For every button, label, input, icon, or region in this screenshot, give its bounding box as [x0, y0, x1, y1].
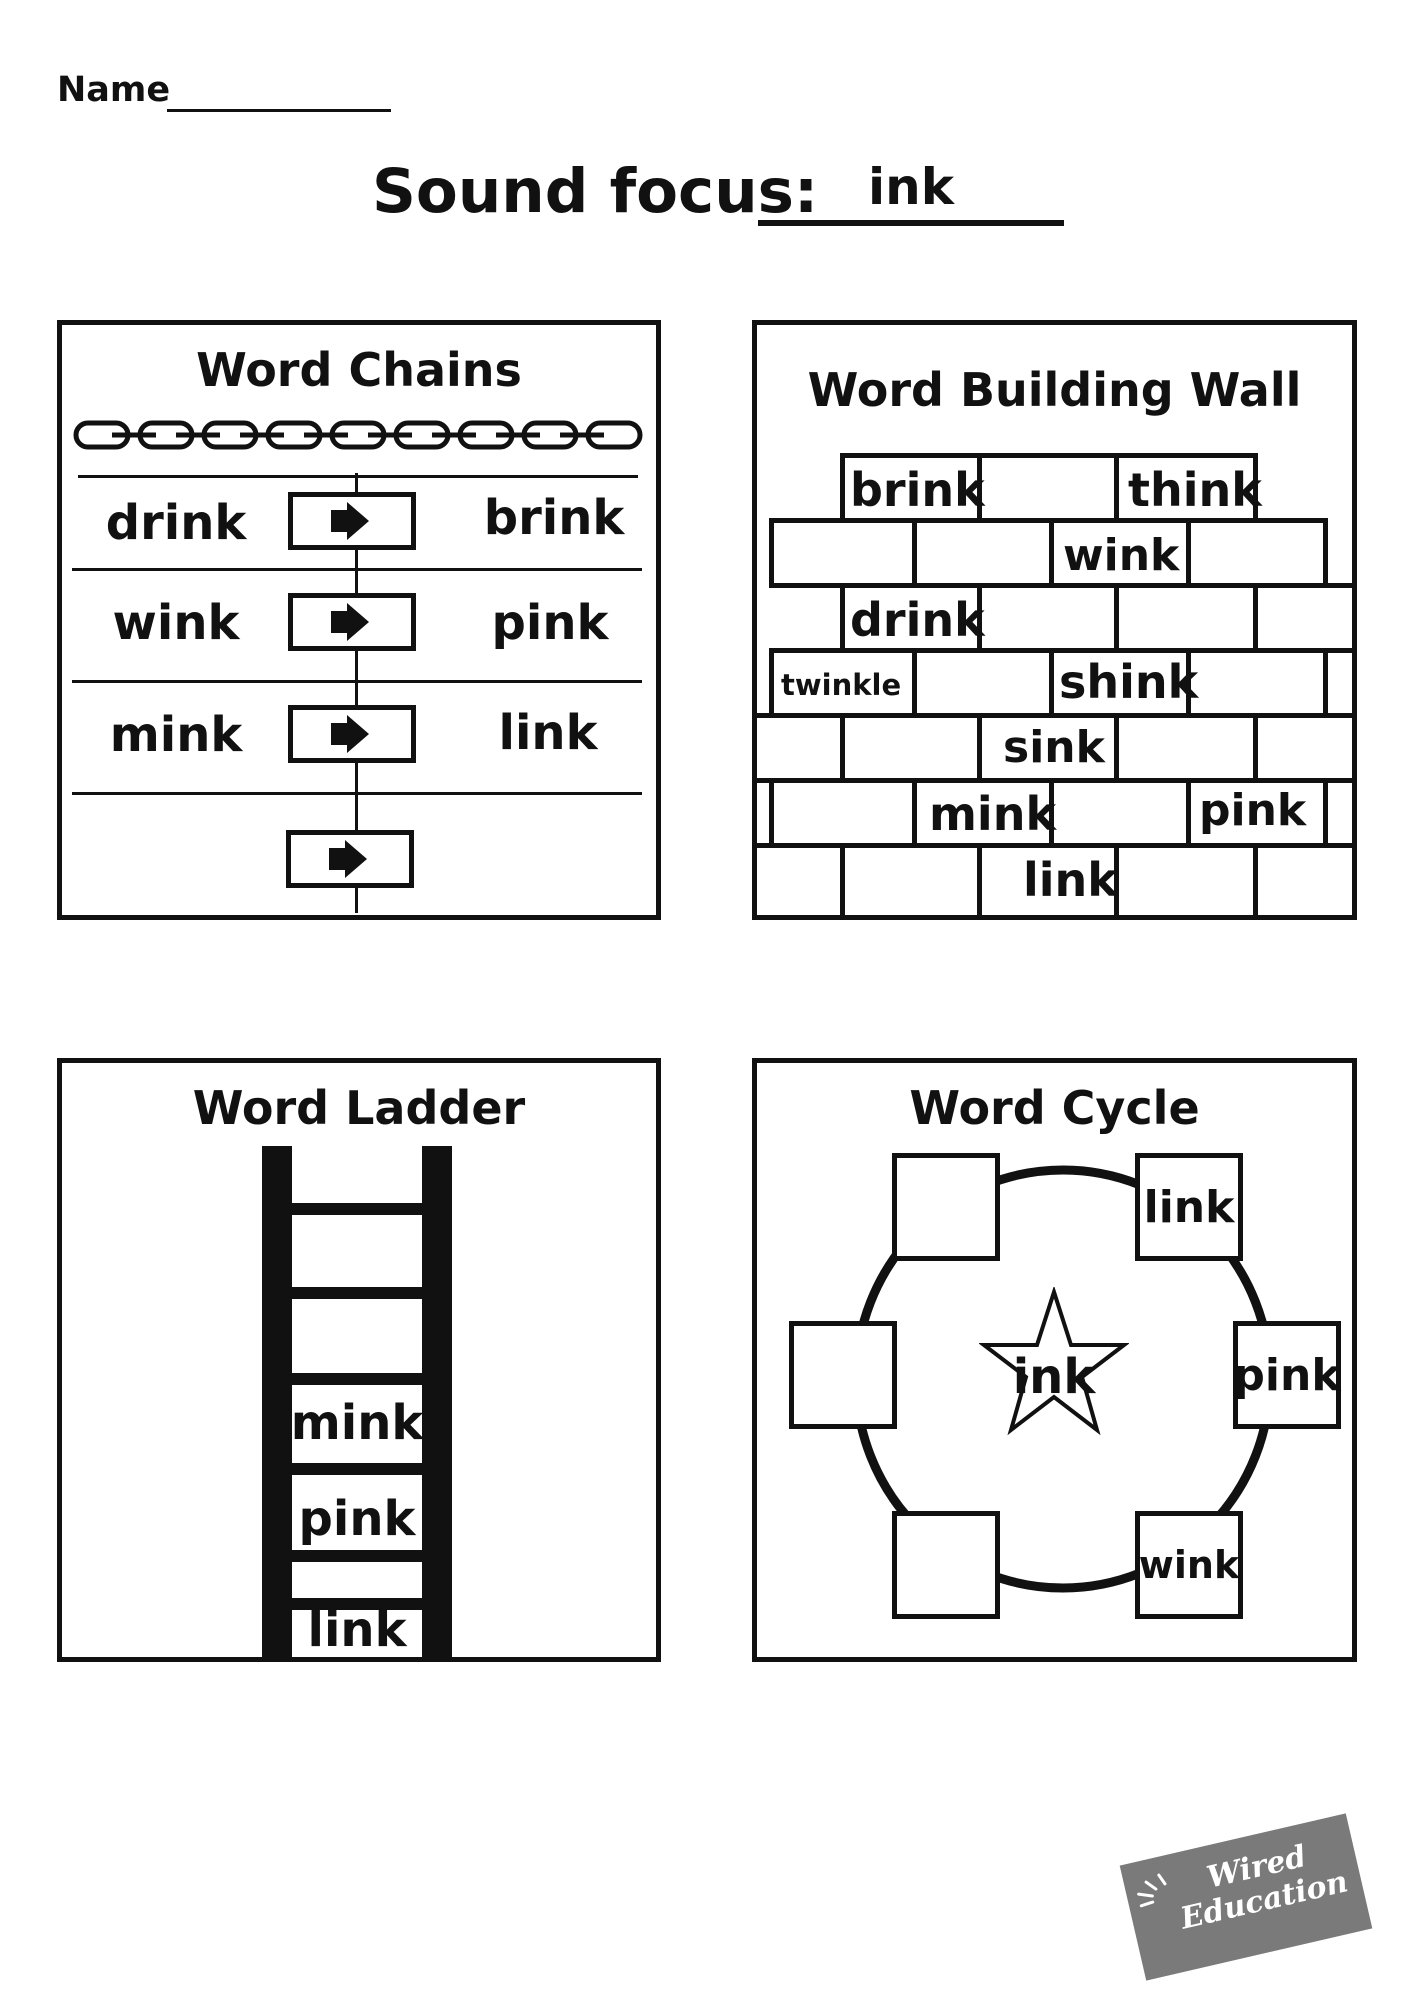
ladder-rung: [287, 1287, 427, 1299]
right-arrow-icon: [329, 840, 367, 878]
wall-brick: [840, 843, 982, 915]
ladder-rung: [287, 1203, 427, 1215]
wall-brick: [1253, 583, 1352, 653]
chain-icon: [73, 420, 643, 450]
word-wall-panel: Word Building Wall brink think wink drin…: [752, 320, 1357, 920]
wall-brick: [977, 843, 1119, 915]
chain-divider-vertical: [355, 473, 358, 913]
chain-row-line: [72, 680, 642, 683]
word-ladder-title: Word Ladder: [192, 1081, 526, 1135]
chain-row-line: [78, 475, 638, 478]
ladder-rung: [287, 1550, 427, 1562]
chain-word-end: pink: [491, 595, 609, 651]
chain-word-start: wink: [112, 595, 240, 651]
wall-brick: [840, 713, 982, 783]
wall-word: mink: [929, 787, 1057, 841]
name-label: Name: [57, 70, 171, 110]
right-arrow-icon: [331, 603, 369, 641]
ladder-word: link: [307, 1602, 407, 1658]
chain-arrow-box: [288, 593, 416, 651]
wall-word: shink: [1059, 655, 1199, 709]
chain-arrow-box: [288, 492, 416, 550]
chain-word-end: brink: [483, 490, 625, 546]
wall-brick: [977, 583, 1119, 653]
spark-icon: [1137, 1873, 1167, 1908]
wall-word: sink: [1003, 722, 1105, 773]
cycle-box-blank[interactable]: [892, 1511, 1000, 1619]
chain-arrow-box: [286, 830, 414, 888]
wall-brick: [769, 778, 917, 848]
wall-brick: [1253, 713, 1352, 783]
wall-brick: [1186, 518, 1328, 588]
cycle-box-blank[interactable]: [892, 1153, 1000, 1261]
cycle-center-word: ink: [1012, 1349, 1096, 1405]
cycle-box: pink: [1233, 1321, 1341, 1429]
chain-word-start: mink: [109, 707, 243, 763]
ladder-word: mink: [290, 1395, 424, 1451]
wall-word: brink: [850, 463, 985, 517]
chain-row-line: [72, 792, 642, 795]
chain-word-end: link: [498, 705, 598, 761]
sound-focus-line: [758, 220, 1064, 226]
chain-arrow-box: [288, 705, 416, 763]
wall-brick: [977, 713, 1119, 783]
ladder-rail-left: [262, 1146, 292, 1658]
word-chains-panel: Word Chains drink brin: [57, 320, 661, 920]
ladder-rung: [287, 1598, 427, 1610]
wired-education-logo: Wired Education: [1119, 1813, 1373, 1981]
ladder-word: pink: [298, 1491, 416, 1547]
wall-word: twinkle: [781, 668, 902, 702]
wall-brick: [1114, 583, 1258, 653]
wall-brick: [1253, 843, 1352, 915]
wall-brick: [1049, 778, 1191, 848]
wall-word: think: [1128, 463, 1262, 517]
wall-brick: [912, 648, 1054, 718]
wall-word: pink: [1199, 785, 1307, 836]
right-arrow-icon: [331, 502, 369, 540]
wall-brick: [1114, 843, 1258, 915]
cycle-box-blank[interactable]: [789, 1321, 897, 1429]
word-ladder-panel: Word Ladder mink pink link: [57, 1058, 661, 1662]
logo-text: Wired Education: [1160, 1830, 1360, 1939]
wall-brick: [1114, 453, 1258, 523]
wall-brick: [912, 518, 1054, 588]
cycle-box: wink: [1135, 1511, 1243, 1619]
wall-brick: [977, 453, 1119, 523]
word-wall-title: Word Building Wall: [807, 363, 1302, 417]
ladder-rail-right: [422, 1146, 452, 1658]
ladder-rung: [287, 1373, 427, 1385]
word-cycle-title: Word Cycle: [909, 1081, 1200, 1135]
sound-focus-value: ink: [868, 158, 954, 216]
wall-brick: [1114, 713, 1258, 783]
name-blank-line[interactable]: [167, 109, 391, 112]
wall-word: link: [1023, 853, 1118, 907]
wall-brick: [757, 713, 845, 783]
star-icon: [979, 1287, 1129, 1436]
cycle-box: link: [1135, 1153, 1243, 1261]
ladder-rung: [287, 1463, 427, 1475]
wall-brick: [769, 518, 917, 588]
right-arrow-icon: [331, 715, 369, 753]
sound-focus-label: Sound focus:: [372, 156, 819, 227]
chain-word-start: drink: [105, 495, 247, 551]
word-chains-title: Word Chains: [196, 343, 522, 397]
word-cycle-panel: Word Cycle ink link pink wink: [752, 1058, 1357, 1662]
wall-word: drink: [850, 593, 985, 647]
chain-row-line: [72, 568, 642, 571]
wall-brick: [1186, 648, 1328, 718]
wall-brick: [757, 843, 845, 915]
wall-word: wink: [1063, 530, 1180, 581]
